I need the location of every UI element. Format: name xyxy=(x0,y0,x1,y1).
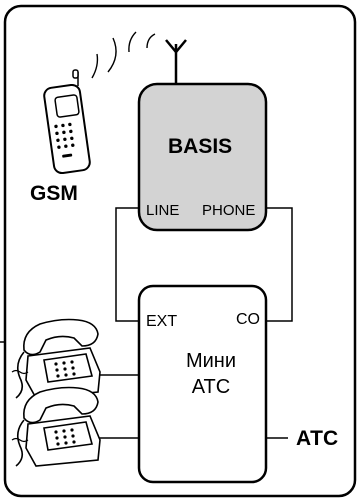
exchange-label: АТС xyxy=(296,427,339,450)
pbx-name-line1: Мини xyxy=(185,350,237,372)
wires xyxy=(0,207,293,439)
radio-waves xyxy=(91,31,156,79)
co-port-label: CO xyxy=(236,311,260,328)
basis-unit xyxy=(137,82,268,232)
phone-port-label: PHONE xyxy=(202,202,256,219)
outer-frame xyxy=(3,4,357,498)
desk-telephone-icon xyxy=(11,318,101,399)
mini-pbx-unit xyxy=(137,284,268,484)
desk-telephone-icon xyxy=(11,386,101,467)
antenna-icon xyxy=(165,39,187,86)
line-port-label: LINE xyxy=(146,202,180,219)
mobile-phone-icon xyxy=(43,69,91,175)
gsm-label: GSM xyxy=(30,182,78,205)
pbx-name-line2: АТС xyxy=(191,376,231,398)
ext-port-label: EXT xyxy=(146,313,178,330)
basis-label: BASIS xyxy=(168,135,233,158)
